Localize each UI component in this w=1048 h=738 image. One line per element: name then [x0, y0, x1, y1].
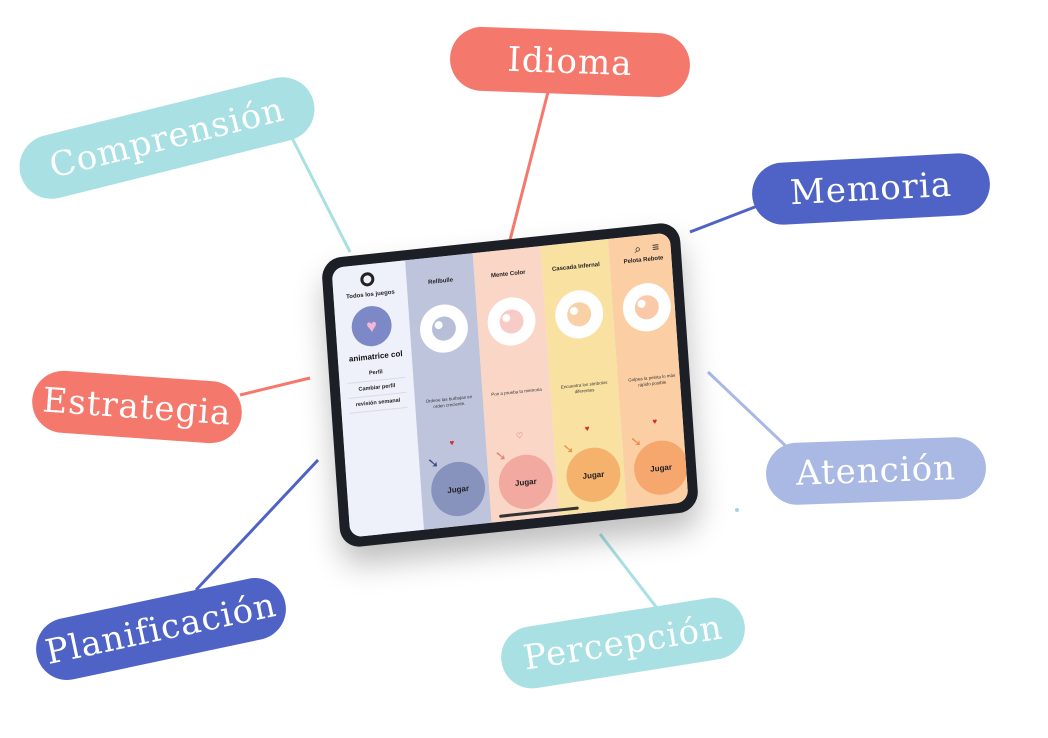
- decorative-dot: [735, 508, 739, 512]
- line-atencion: [706, 370, 792, 452]
- arrow-icon: ➘: [561, 439, 575, 457]
- play-button-label: Jugar: [447, 483, 470, 495]
- tablet-device: Todos los juegos ♥ animatrice col Perfil…: [320, 221, 700, 549]
- username: animatrice col: [348, 349, 403, 364]
- filter-icon[interactable]: ≡: [651, 239, 660, 255]
- pill-idioma-label: Idioma: [506, 39, 634, 85]
- game-art-icon: [567, 302, 592, 327]
- game-description: Ordene las burbujas en orden creciente.: [425, 394, 473, 409]
- game-illustration: [621, 280, 673, 334]
- favorite-heart-icon[interactable]: ♥: [584, 423, 590, 434]
- avatar[interactable]: ♥: [350, 304, 393, 349]
- line-planificacion: [194, 458, 320, 592]
- game-title: Rellbulle: [428, 277, 454, 286]
- arrow-icon: ➘: [426, 453, 440, 472]
- arrow-icon: ➘: [629, 432, 643, 450]
- game-title: Mente Color: [490, 269, 526, 280]
- all-games-label[interactable]: Todos los juegos: [345, 289, 395, 301]
- line-comprension: [286, 129, 352, 253]
- game-title: Pelota Rebote: [623, 255, 664, 266]
- game-card[interactable]: Cascada Infernal Encuentra los símbolos …: [540, 238, 627, 516]
- play-button-label: Jugar: [649, 462, 673, 474]
- pill-memoria-label: Memoria: [789, 164, 953, 214]
- pill-idioma: Idioma: [448, 25, 692, 99]
- pill-estrategia-label: Estrategia: [41, 380, 233, 434]
- game-description: Pon a prueba tu memoria: [491, 386, 542, 398]
- game-description: Encuentra los símbolos diferentes: [560, 379, 608, 395]
- game-title: Cascada Infernal: [551, 261, 601, 273]
- play-button-label: Jugar: [582, 469, 605, 481]
- favorite-heart-icon[interactable]: ♥: [652, 416, 658, 427]
- gear-icon[interactable]: [359, 271, 375, 288]
- favorite-heart-icon[interactable]: ♥: [449, 438, 455, 448]
- pill-atencion-label: Atención: [795, 448, 957, 494]
- profile-menu: Perfil Cambiar perfil revisión semanal: [346, 362, 408, 414]
- game-art-icon: [499, 309, 524, 334]
- line-percepcion: [598, 533, 662, 613]
- game-art-icon: [431, 316, 456, 341]
- line-memoria: [689, 203, 761, 234]
- game-description: Golpea la pelota lo más rápido posible: [628, 372, 676, 388]
- game-illustration: [553, 287, 605, 341]
- pill-memoria: Memoria: [750, 151, 992, 227]
- app-screen: Todos los juegos ♥ animatrice col Perfil…: [331, 232, 689, 538]
- game-card[interactable]: Rellbulle Ordene las burbujas en orden c…: [405, 253, 492, 530]
- favorite-heart-icon[interactable]: ♡: [515, 430, 524, 441]
- line-estrategia: [239, 376, 311, 397]
- game-card[interactable]: Pelota Rebote Golpea la pelota lo más rá…: [607, 232, 689, 509]
- game-illustration: [486, 295, 538, 348]
- arrow-icon: ➘: [494, 446, 508, 464]
- line-idioma: [508, 91, 550, 241]
- search-icon[interactable]: ⌕: [633, 241, 642, 256]
- game-card[interactable]: Mente Color Pon a prueba tu memoria ♡ ➘ …: [472, 246, 560, 523]
- pill-atencion: Atención: [764, 436, 988, 506]
- play-button-label: Jugar: [514, 476, 537, 488]
- game-illustration: [418, 302, 470, 356]
- game-art-icon: [634, 295, 659, 320]
